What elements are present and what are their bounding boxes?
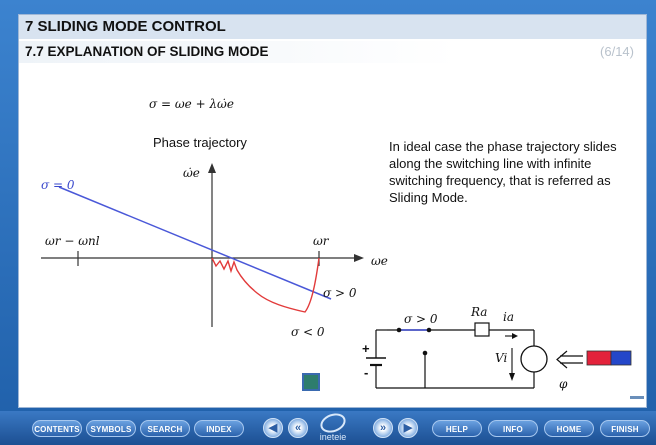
resistor-label: Ra (470, 305, 487, 319)
voltage-label: Vi (495, 351, 507, 365)
navigation-toolbar: CONTENTS SYMBOLS SEARCH INDEX ◀ « inetei… (0, 410, 656, 445)
x-axis-label: ωe (371, 254, 388, 268)
next-icon[interactable]: ▶ (398, 418, 418, 438)
index-button[interactable]: INDEX (194, 420, 244, 437)
chapter-title: 7 SLIDING MODE CONTROL (19, 15, 646, 39)
flux-label: φ (559, 377, 568, 391)
minus-label: - (364, 365, 368, 380)
info-button[interactable]: INFO (488, 420, 538, 437)
logo-text: ineteie (319, 432, 347, 442)
symbols-button[interactable]: SYMBOLS (86, 420, 136, 437)
sliding-mode-diagram: σ = ωe + λω̇e Phase trajectory ω̇e ωe ωr… (41, 97, 632, 391)
circuit-sigma-label: σ > 0 (404, 312, 438, 326)
magnet-red (586, 350, 612, 366)
help-button[interactable]: HELP (432, 420, 482, 437)
magnet-blue (610, 350, 632, 366)
home-button[interactable]: HOME (544, 420, 594, 437)
flux-arrow (556, 350, 583, 369)
phase-trajectory-curve (211, 257, 320, 313)
left-tick-label: ωr − ωnl (45, 234, 100, 248)
forward-icon[interactable]: » (373, 418, 393, 438)
dc-motor-circuit (366, 322, 632, 389)
scroll-thumb[interactable] (630, 396, 644, 399)
page-counter: (6/14) (600, 44, 634, 59)
section-title: 7.7 EXPLANATION OF SLIDING MODE (19, 41, 646, 63)
sliding-surface-equation: σ = ωe + λω̇e (149, 97, 234, 111)
y-axis-arrow (208, 163, 216, 173)
animation-icon[interactable] (302, 373, 320, 391)
sigma-negative-label: σ < 0 (291, 325, 325, 339)
ineteie-logo: ineteie (316, 410, 350, 444)
contents-button[interactable]: CONTENTS (32, 420, 82, 437)
content-panel: 7 SLIDING MODE CONTROL 7.7 EXPLANATION O… (18, 14, 647, 408)
plus-label: + (362, 341, 370, 356)
motor-symbol (520, 345, 548, 373)
search-button[interactable]: SEARCH (140, 420, 190, 437)
y-axis-label: ω̇e (183, 166, 200, 180)
switching-line (58, 186, 332, 300)
sigma-zero-label: σ = 0 (41, 178, 75, 192)
x-axis-arrow (354, 254, 364, 262)
sigma-positive-label: σ > 0 (323, 286, 357, 300)
explanation-text: In ideal case the phase trajectory slide… (389, 139, 617, 205)
current-label: ia (503, 310, 514, 324)
resistor (474, 322, 490, 337)
scrollbar[interactable] (630, 63, 646, 407)
finish-button[interactable]: FINISH (600, 420, 650, 437)
phase-trajectory-title: Phase trajectory (153, 135, 247, 150)
previous-icon[interactable]: ◀ (263, 418, 283, 438)
rewind-icon[interactable]: « (288, 418, 308, 438)
right-tick-label: ωr (313, 234, 330, 248)
